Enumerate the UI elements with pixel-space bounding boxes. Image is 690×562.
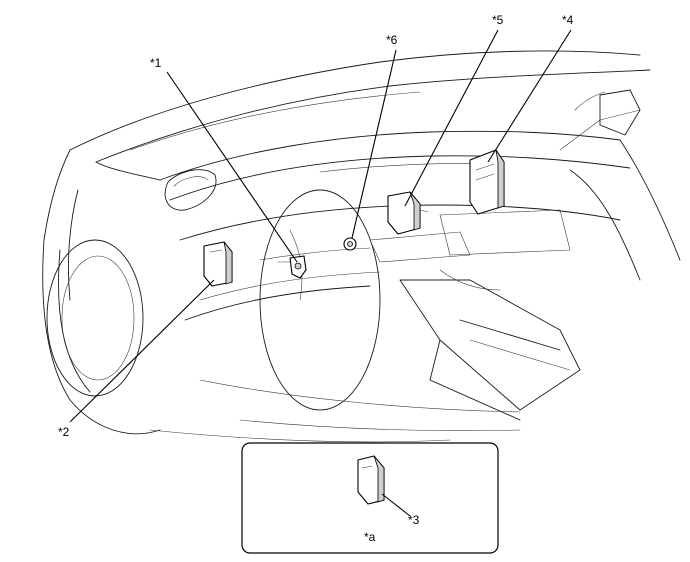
component-4 [469, 149, 505, 215]
leader-4 [487, 29, 572, 163]
component-2 [203, 241, 233, 287]
callout-label-6: *6 [386, 33, 398, 47]
inset-caption: *a [364, 530, 376, 544]
component-1 [277, 255, 307, 279]
inset-panel: *3 *a [241, 442, 499, 554]
car-interior-drawing [42, 50, 681, 443]
callout-label-4: *4 [562, 13, 574, 27]
callout-label-5: *5 [492, 13, 504, 27]
callout-label-1: *1 [150, 56, 162, 70]
leader-6 [351, 49, 397, 239]
leader-3 [381, 493, 411, 517]
leader-1 [166, 71, 298, 263]
callout-label-2: *2 [58, 425, 70, 439]
leader-2 [69, 279, 215, 423]
leader-5 [404, 29, 499, 207]
callout-label-3: *3 [408, 513, 420, 527]
component-5 [387, 191, 429, 235]
component-3 [357, 455, 385, 505]
component-6 [343, 237, 357, 251]
